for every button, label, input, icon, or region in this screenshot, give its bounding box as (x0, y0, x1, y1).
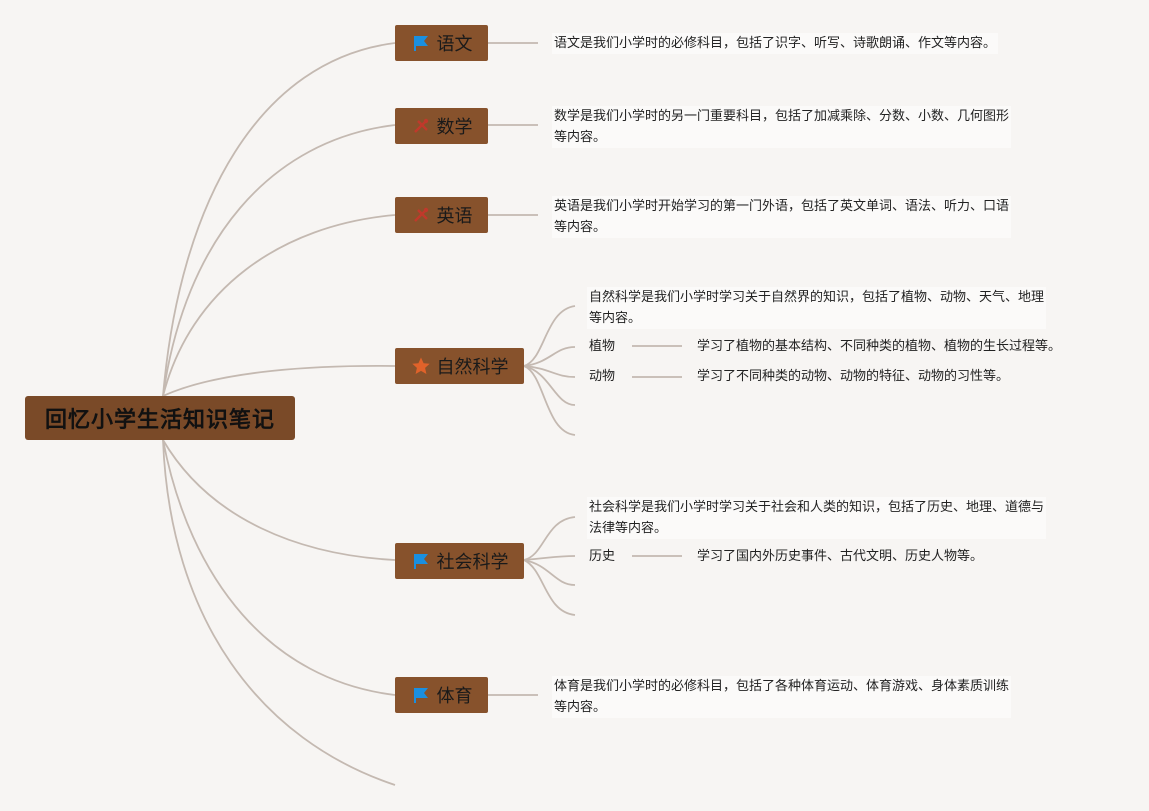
topic-label: 数学 (436, 117, 473, 138)
tools-icon (411, 116, 431, 136)
link-root-extra (162, 439, 396, 786)
topic-chinese[interactable]: 语文 (395, 25, 488, 61)
subtopic-history[interactable]: 历史 (589, 549, 616, 564)
description-line: 英语是我们小学时开始学习的第一门外语，包括了英文单词、语法、听力、口语 (554, 199, 1010, 214)
link-social-desc (523, 516, 576, 561)
description-line: 等内容。 (554, 220, 607, 235)
link-nature-blank1 (523, 365, 576, 406)
tools-icon (411, 205, 431, 225)
description-line: 体育是我们小学时的必修科目，包括了各种体育运动、体育游戏、身体素质训练 (554, 679, 1010, 694)
topic-description: 英语是我们小学时开始学习的第一门外语，包括了英文单词、语法、听力、口语 等内容。 (552, 196, 1012, 238)
root-title: 回忆小学生活知识笔记 (44, 408, 275, 433)
subtopic-plants-description: 学习了植物的基本结构、不同种类的植物、植物的生长过程等。 (697, 339, 1062, 354)
description-line: 等内容。 (589, 311, 642, 326)
description-line: 自然科学是我们小学时学习关于自然界的知识，包括了植物、动物、天气、地理 (589, 290, 1045, 305)
flag-icon (411, 685, 431, 705)
link-nature-animals (523, 365, 576, 378)
topic-pe[interactable]: 体育 (395, 677, 488, 713)
link-social-blank2 (523, 559, 576, 616)
root-node[interactable]: 回忆小学生活知识笔记 (25, 396, 295, 440)
description-line: 等内容。 (554, 130, 607, 145)
link-root-pe (162, 439, 396, 696)
topic-label: 语文 (436, 34, 473, 55)
topic-label: 自然科学 (436, 357, 509, 378)
topic-social[interactable]: 社会科学 (395, 543, 524, 579)
topic-math[interactable]: 数学 (395, 108, 488, 144)
topic-nature[interactable]: 自然科学 (395, 348, 524, 384)
topic-description: 语文是我们小学时的必修科目，包括了识字、听写、诗歌朗诵、作文等内容。 (552, 33, 999, 54)
topic-label: 英语 (436, 206, 473, 227)
description-line: 数学是我们小学时的另一门重要科目，包括了加减乘除、分数、小数、几何图形 (554, 109, 1010, 124)
subtopic-animals[interactable]: 动物 (589, 369, 616, 384)
link-social-blank1 (523, 559, 576, 586)
link-social-history (523, 555, 576, 561)
subtopic-animals-description: 学习了不同种类的动物、动物的特征、动物的习性等。 (697, 369, 1010, 384)
link-root-social (162, 439, 396, 561)
link-root-nature (162, 364, 396, 397)
description-text: 语文是我们小学时的必修科目，包括了识字、听写、诗歌朗诵、作文等内容。 (554, 36, 997, 51)
link-nature-desc (523, 305, 576, 367)
topic-description: 自然科学是我们小学时学习关于自然界的知识，包括了植物、动物、天气、地理 等内容。 (587, 287, 1047, 329)
link-root-math (162, 124, 396, 397)
subtopic-plants[interactable]: 植物 (589, 339, 616, 354)
link-nature-blank2 (523, 365, 576, 436)
flag-icon (411, 33, 431, 53)
subtopic-history-description: 学习了国内外历史事件、古代文明、历史人物等。 (697, 549, 984, 564)
description-line: 社会科学是我们小学时学习关于社会和人类的知识，包括了历史、地理、道德与 (589, 500, 1045, 515)
link-root-chinese (162, 42, 396, 397)
description-line: 等内容。 (554, 700, 607, 715)
flag-icon (411, 551, 431, 571)
link-nature-plants (523, 346, 576, 367)
topic-label: 体育 (436, 686, 473, 707)
topic-description: 体育是我们小学时的必修科目，包括了各种体育运动、体育游戏、身体素质训练 等内容。 (552, 676, 1012, 718)
topic-english[interactable]: 英语 (395, 197, 488, 233)
description-line: 法律等内容。 (589, 521, 668, 536)
topic-description: 数学是我们小学时的另一门重要科目，包括了加减乘除、分数、小数、几何图形 等内容。 (552, 106, 1012, 148)
topic-label: 社会科学 (436, 552, 509, 573)
star-icon (411, 356, 431, 376)
link-root-english (162, 214, 396, 397)
topic-description: 社会科学是我们小学时学习关于社会和人类的知识，包括了历史、地理、道德与 法律等内… (587, 497, 1047, 539)
